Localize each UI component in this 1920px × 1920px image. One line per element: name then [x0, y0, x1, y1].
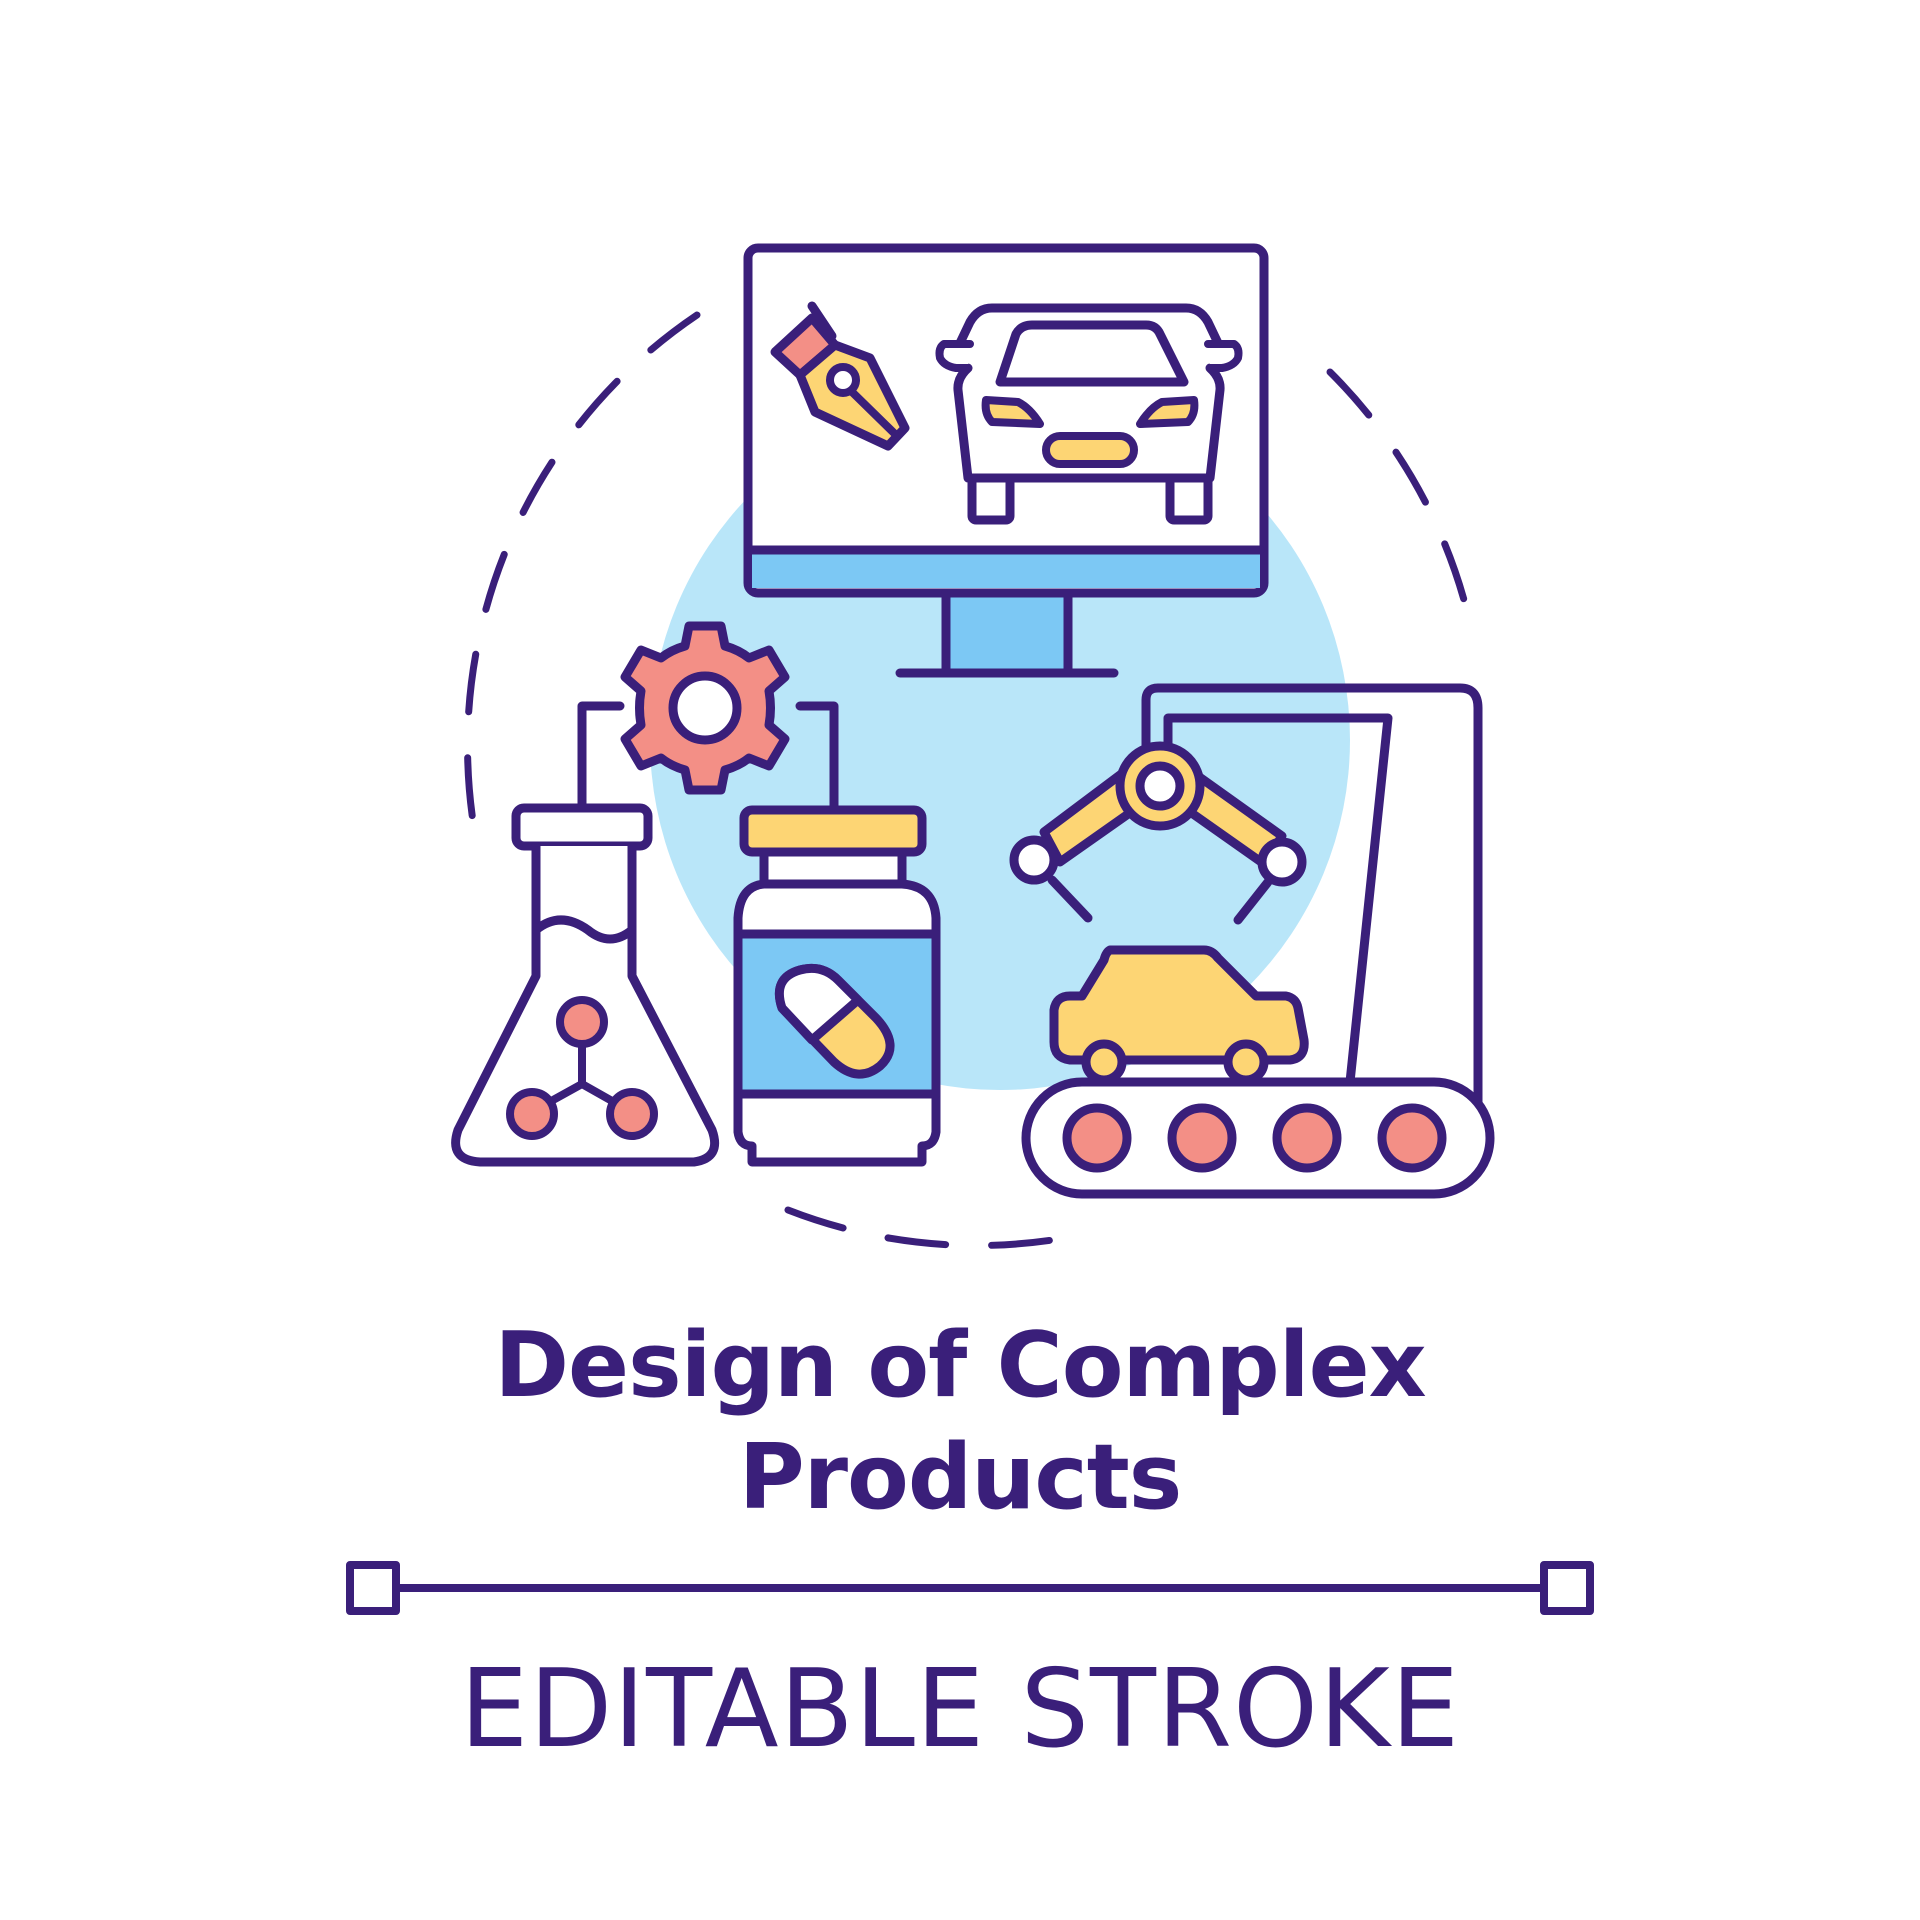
connector-right — [795, 701, 839, 815]
caption-label: EDITABLE STROKE — [459, 1647, 1461, 1772]
conveyor-belt-icon — [1021, 1077, 1495, 1199]
dashed-ring-bottom — [784, 1206, 1069, 1249]
robot-arm-icon — [1009, 741, 1307, 925]
dashed-ring — [464, 311, 701, 854]
dashed-ring-right — [1326, 368, 1472, 619]
title-line-2: Products — [738, 1425, 1183, 1530]
connector-left — [577, 701, 625, 817]
stroke-handle-right — [1540, 1561, 1594, 1615]
pill-jar-icon — [733, 805, 941, 1167]
stroke-handle-left — [346, 1561, 400, 1615]
car-front-icon — [935, 303, 1243, 525]
car-side-icon — [1049, 945, 1309, 1085]
flask-icon — [451, 803, 720, 1167]
editable-stroke-line — [346, 1561, 1594, 1615]
pen-nib-icon — [770, 301, 910, 451]
title-line-1: Design of Complex — [494, 1313, 1426, 1418]
gear-icon — [620, 621, 790, 795]
page-title: Design of Complex Products — [0, 1310, 1920, 1534]
